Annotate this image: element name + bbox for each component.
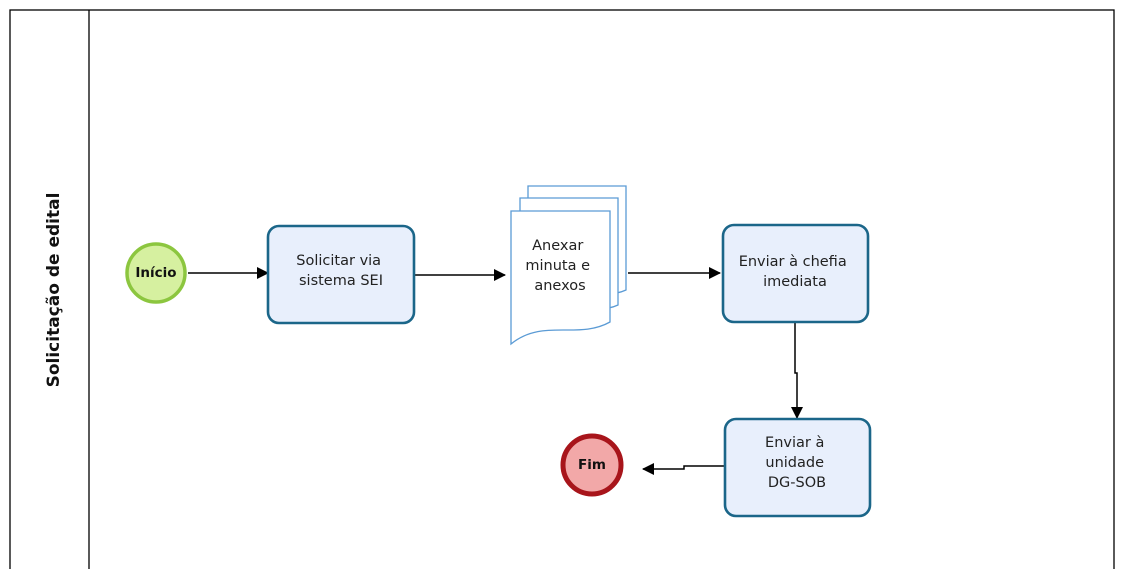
document-label: Anexar minuta e anexos [525,238,594,294]
task-label-line: DG-SOB [768,475,826,491]
start-event[interactable]: Início [125,242,187,304]
task-label-line: Enviar à chefia [739,254,847,270]
task-label: Solicitar via sistema SEI [296,253,385,289]
connectors [188,267,803,475]
flow-chefia-to-unidade [791,323,803,419]
task-box [723,417,872,518]
task-label-line: sistema SEI [299,273,383,289]
swimlane: Solicitação de edital [9,9,1115,569]
end-event-circle [560,433,624,497]
task-enviar-chefia[interactable]: Enviar à chefia imediata [721,223,870,324]
task-label-line: Enviar à [765,435,824,451]
task-box [266,224,416,325]
task-box [721,223,870,324]
task-solicitar-via-sei[interactable]: Solicitar via sistema SEI [266,224,416,325]
document-page-front [510,210,611,346]
start-event-label: Início [135,265,176,281]
document-anexar-minuta[interactable]: Anexar minuta e anexos [510,185,627,346]
task-label-line: Solicitar via [296,253,381,269]
task-enviar-unidade[interactable]: Enviar à unidade DG-SOB [723,417,872,518]
end-event-label: Fim [578,457,606,473]
document-label-line: minuta e [525,258,590,274]
task-label-line: unidade [765,455,824,471]
document-label-line: anexos [534,278,585,294]
task-label: Enviar à unidade DG-SOB [765,435,829,491]
task-label-line: imediata [763,274,827,290]
lane-border [9,9,1115,569]
flow-unidade-to-fim [642,463,725,475]
end-event[interactable]: Fim [560,433,624,497]
start-event-circle [125,242,187,304]
task-label: Enviar à chefia imediata [739,254,852,290]
lane-title: Solicitação de edital [44,193,64,388]
document-label-line: Anexar [532,238,583,254]
